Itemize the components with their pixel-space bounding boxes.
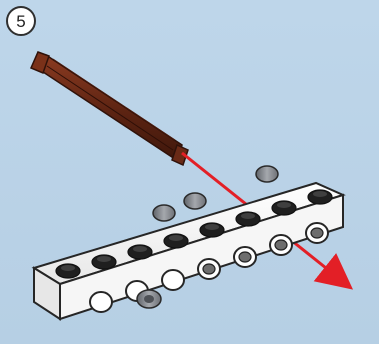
brown-axle-pin-icon xyxy=(31,52,188,165)
gray-connector-pin-icon xyxy=(137,290,161,308)
